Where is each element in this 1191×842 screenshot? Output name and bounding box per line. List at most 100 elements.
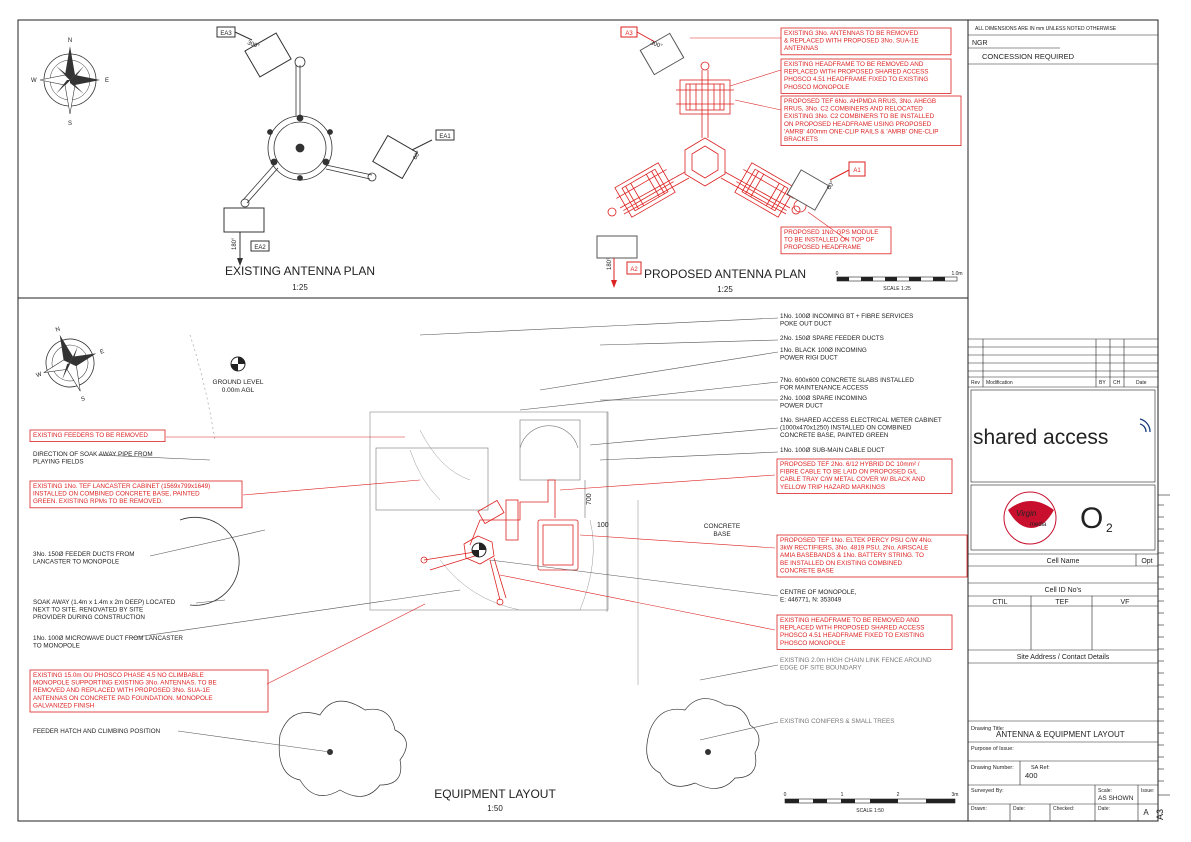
note-r0: 1No. 100Ø INCOMING BT + FIBRE SERVICESPO…	[419, 313, 913, 336]
scale-50-label: SCALE 1:50	[856, 808, 884, 814]
note-line: REMOVED AND REPLACED WITH PROPOSED 3No. …	[33, 687, 210, 694]
note-line: EXISTING HEADFRAME TO BE REMOVED AND	[780, 617, 920, 624]
leader-line	[177, 730, 331, 753]
operator-logo: Virgin media O 2	[1003, 491, 1113, 545]
note-line: NEXT TO SITE. RENOVATED BY SITE	[33, 607, 143, 614]
soak-away	[179, 516, 240, 606]
note-line: EDGE OF SITE BOUNDARY	[780, 665, 862, 672]
equipment-layout-title: EQUIPMENT LAYOUT	[434, 787, 556, 801]
tag-ea2-text: EA2	[254, 245, 266, 251]
note-line: PROPOSED TEF 6No. AHPMDA RRUS, 3No. AHEG…	[784, 98, 936, 105]
scale-50-tick-3: 3m	[952, 792, 959, 798]
proposed-notes: EXISTING 3No. ANTENNAS TO BE REMOVED& RE…	[690, 27, 962, 255]
leader-line	[807, 211, 848, 241]
drawing-title-label: Drawing Title:	[971, 726, 1005, 732]
note-line: AMIA BASEBANDS & 1No. BATTERY STRING. TO	[780, 552, 924, 559]
equipment-layout-scale: 1:50	[487, 804, 503, 813]
leader-line	[589, 427, 779, 446]
antenna-ea1	[372, 134, 418, 180]
tag-ea1-text: EA1	[439, 134, 451, 140]
note-box	[29, 669, 269, 713]
scale-25-label: SCALE 1:25	[883, 286, 911, 292]
leader-line	[599, 339, 779, 346]
drawn-label: Drawn:	[971, 806, 987, 812]
concrete-base-label-1: CONCRETE	[704, 523, 741, 530]
drawing-number-label: Drawing Number:	[971, 765, 1014, 771]
cell-name-label: Cell Name	[1047, 558, 1080, 565]
ngr-label: NGR	[972, 40, 988, 47]
antenna-ea2	[223, 207, 265, 233]
antenna-a1	[786, 169, 830, 211]
tree-right	[646, 698, 760, 789]
note-line: PHOSCO 4.51 HEADFRAME FIXED TO EXISTING	[780, 632, 924, 639]
note-p1: EXISTING HEADFRAME TO BE REMOVED ANDREPL…	[729, 58, 952, 94]
note-line: CONCRETE BASE, PAINTED GREEN	[780, 432, 889, 439]
note-r6: 1No. 100Ø SUB-MAIN CABLE DUCT	[599, 447, 885, 461]
existing-plan-scale: 1:25	[292, 283, 308, 292]
scale-label: Scale:	[1098, 788, 1112, 794]
leader-line	[599, 451, 779, 461]
note-line: 'AMRB' 400mm ONE-CLIP RAILS & 'AMRB' ONE…	[784, 128, 938, 135]
equipment-layout: N E S W GROUND LEVEL 0.00m AGL	[29, 313, 968, 814]
tag-a1-text: A1	[853, 168, 861, 174]
leader-line	[734, 99, 782, 111]
note-line: 1No. 100Ø MICROWAVE DUCT FROM LANCASTER	[33, 635, 183, 642]
rev-col-by: BY	[1099, 380, 1106, 386]
note-line: TO BE INSTALLED ON TOP OF	[784, 237, 875, 244]
note-line: PROPOSED TEF 2No. 6/12 HYBRID DC 10mm² /	[780, 461, 920, 468]
note-line: EXISTING 3No. C2 COMBINERS TO BE INSTALL…	[784, 113, 935, 120]
leader-line	[195, 599, 226, 604]
note-line: POWER RIGI DUCT	[780, 355, 838, 362]
note-p0: EXISTING 3No. ANTENNAS TO BE REMOVED& RE…	[690, 27, 952, 56]
bearing-ea3: 300°	[246, 40, 260, 50]
proposed-plan-scale: 1:25	[717, 285, 733, 294]
drawing-number: 400	[1025, 771, 1038, 780]
bearing-a2: 180°	[607, 257, 613, 270]
media-text: media	[1030, 522, 1047, 528]
note-r9: CENTRE OF MONOPOLE,E: 446771, N: 353049	[489, 559, 857, 604]
note-line: FOR MAINTENANCE ACCESS	[780, 385, 868, 392]
note-p2: PROPOSED TEF 6No. AHPMDA RRUS, 3No. AHEG…	[734, 95, 962, 146]
leader-line	[266, 603, 426, 685]
note-r12: EXISTING CONIFERS & SMALL TREES	[699, 718, 894, 741]
note-line: PHOSCO MONOPOLE	[780, 640, 845, 647]
note-line: PHOSCO 4.51 HEADFRAME FIXED TO EXISTING	[784, 76, 928, 83]
note-line: PROPOSED TEF 1No. ELTEK PERCY PSU C/W 4N…	[780, 537, 933, 544]
leader-line	[729, 69, 782, 87]
concession-label: CONCESSION REQUIRED	[982, 52, 1075, 61]
layout-compass-s: S	[80, 396, 86, 403]
note-line: BRACKETS	[784, 136, 818, 143]
note-line: ANTENNAS ON CONCRETE PAD FOUNDATION. MON…	[33, 695, 213, 702]
tag-a2-text: A2	[630, 267, 638, 273]
note-box	[780, 27, 952, 56]
rev-col-date: Date	[1136, 380, 1147, 386]
ground-level-value: 0.00m AGL	[222, 387, 255, 394]
note-line: PHOSCO MONOPOLE	[784, 84, 849, 91]
note-line: 1No. 100Ø SUB-MAIN CABLE DUCT	[780, 447, 885, 454]
date2-label: Date:	[1098, 806, 1110, 812]
note-l1: DIRECTION OF SOAK AWAY PIPE FROMPLAYING …	[33, 451, 211, 466]
col-vf: VF	[1121, 599, 1130, 606]
compass-w: W	[31, 78, 37, 84]
note-line: & REPLACED WITH PROPOSED 3No. SUA-1E	[784, 38, 919, 45]
bearing-a3: 300°	[649, 40, 663, 50]
tag-a1	[848, 161, 866, 177]
o2-o-text: O	[1080, 502, 1103, 535]
note-box	[780, 58, 952, 94]
rev-col-mod: Modification	[986, 380, 1013, 386]
leader-line	[699, 721, 779, 741]
note-line: 3kW RECTIFIERS, 3No. 4819 PSU, 2No. AIRS…	[780, 545, 928, 552]
scale-25-tick-1: 1.0m	[951, 271, 962, 277]
note-box	[780, 95, 962, 146]
scale-50-tick-0: 0	[784, 792, 787, 798]
dim-100: 100	[597, 522, 609, 529]
note-line: 1No. SHARED ACCESS ELECTRICAL METER CABI…	[780, 417, 942, 424]
dim-700: 700	[586, 493, 593, 505]
leader-line	[149, 529, 266, 557]
rev-col-ch: CH	[1113, 380, 1121, 386]
note-line: 7No. 600x600 CONCRETE SLABS INSTALLED	[780, 377, 914, 384]
opt-label: Opt	[1141, 558, 1152, 565]
bearing-ea1: 60°	[413, 150, 423, 161]
bearing-ea2: 180°	[232, 237, 238, 250]
